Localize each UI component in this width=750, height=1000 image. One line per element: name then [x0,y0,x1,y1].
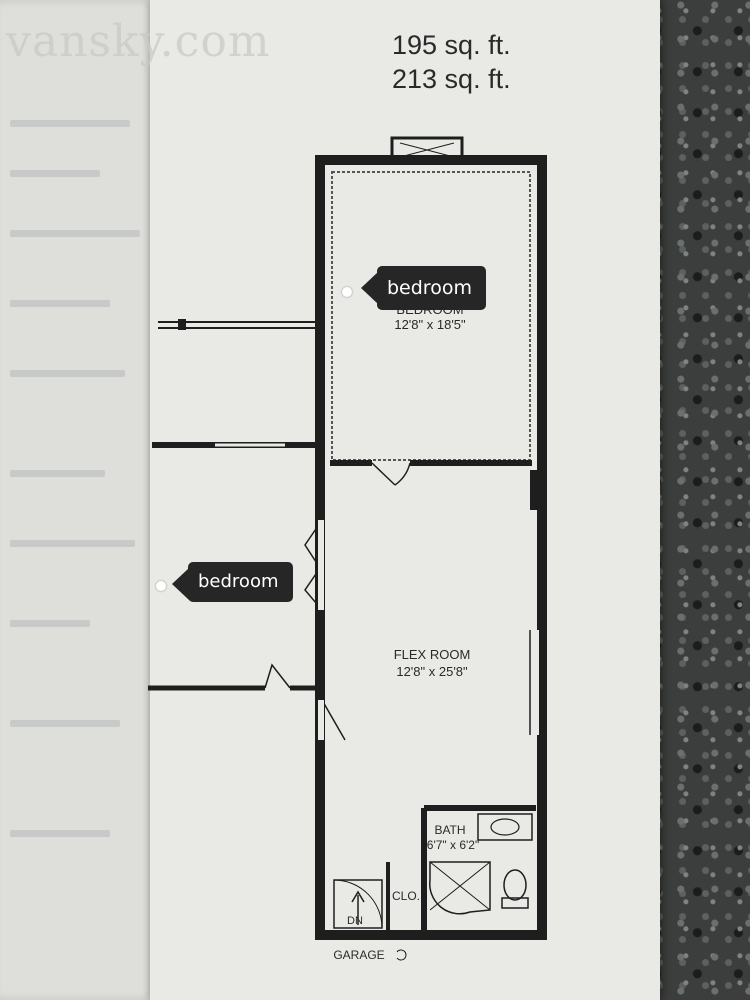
flex-room-name: FLEX ROOM [393,647,471,662]
bath-name: BATH [434,823,466,837]
bath-dimensions: 6'7" x 6'2" [426,838,480,852]
area-line-1: 195 sq. ft. [392,30,511,60]
bedroom-annotation-tag: bedroom [172,562,293,602]
flex-room-dimensions: 12'8" x 25'8" [396,664,468,679]
bedroom-door [371,462,411,486]
annotation-marker-dot [342,287,352,297]
corner-shower [429,861,491,915]
top-room-dimensions: 12'8" x 18'5" [394,317,466,332]
annotation-text: bedroom [198,571,279,592]
bedroom-annotation-tag: bedroom [361,266,486,310]
back-paper-sheet [0,0,170,1000]
annotation-marker-dot [156,581,166,591]
closet-label: CLO. [391,889,420,903]
stair-landing [333,879,383,929]
area-line-2: 213 sq. ft. [392,64,511,94]
watermark: vansky.com [6,16,271,67]
bathroom-sink [477,813,533,841]
stairs-down-label: DN [347,915,363,927]
garage-label: GARAGE [333,948,385,962]
floor-plan-sheet [150,0,660,1000]
toilet-icon [503,869,527,901]
annotation-text: bedroom [387,277,472,299]
